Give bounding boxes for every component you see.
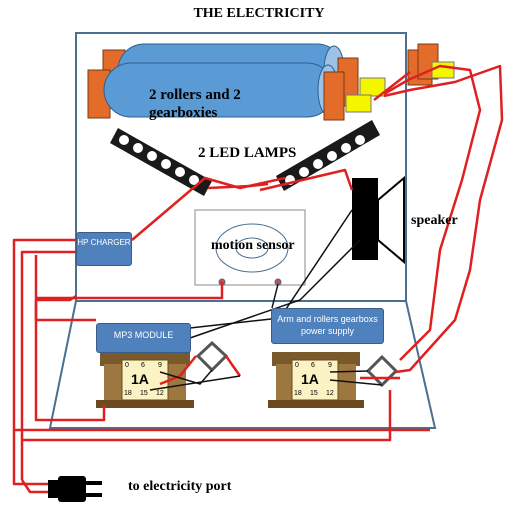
tap-top-2: 9 xyxy=(328,362,332,369)
rollers-gearboxes xyxy=(87,43,386,121)
motion-sensor-label: motion sensor xyxy=(211,238,295,253)
tap-bottom-0: 18 xyxy=(294,390,302,397)
tap-bottom-2: 12 xyxy=(156,390,164,397)
rating: 1A xyxy=(301,371,319,387)
tap-bottom-1: 15 xyxy=(140,390,148,397)
led-lamps-label: 2 LED LAMPS xyxy=(198,145,297,161)
hp-charger-box: HP CHARGER xyxy=(76,232,132,266)
transformer-right-label: 0 6 9 1A 18 15 12 xyxy=(292,360,338,400)
tap-top-2: 9 xyxy=(158,362,162,369)
transformer-right xyxy=(268,352,364,408)
speaker-label: speaker xyxy=(411,213,458,228)
power-plug-icon xyxy=(48,476,102,502)
tap-bottom-1: 15 xyxy=(310,390,318,397)
page-title: THE ELECTRICITY xyxy=(193,6,325,21)
transformer-left xyxy=(96,352,194,408)
tap-top-1: 6 xyxy=(311,362,315,369)
rating: 1A xyxy=(131,371,149,387)
arm-power-supply-box: Arm and rollers gearboxs power supply xyxy=(271,308,384,344)
external-gearbox xyxy=(407,43,455,86)
rollers-label: 2 rollers and 2 gearboxies xyxy=(149,87,241,121)
motion-sensor xyxy=(194,209,306,286)
tap-top-0: 0 xyxy=(125,362,129,369)
tap-top-1: 6 xyxy=(141,362,145,369)
mp3-module-box: MP3 MODULE xyxy=(96,323,191,353)
tap-top-0: 0 xyxy=(295,362,299,369)
electricity-port-label: to electricity port xyxy=(128,479,232,494)
tap-bottom-0: 18 xyxy=(124,390,132,397)
transformer-left-label: 0 6 9 1A 18 15 12 xyxy=(122,360,168,400)
tap-bottom-2: 12 xyxy=(326,390,334,397)
led-lamp-left xyxy=(110,128,212,196)
speaker xyxy=(352,175,405,265)
red-wires xyxy=(12,64,504,494)
